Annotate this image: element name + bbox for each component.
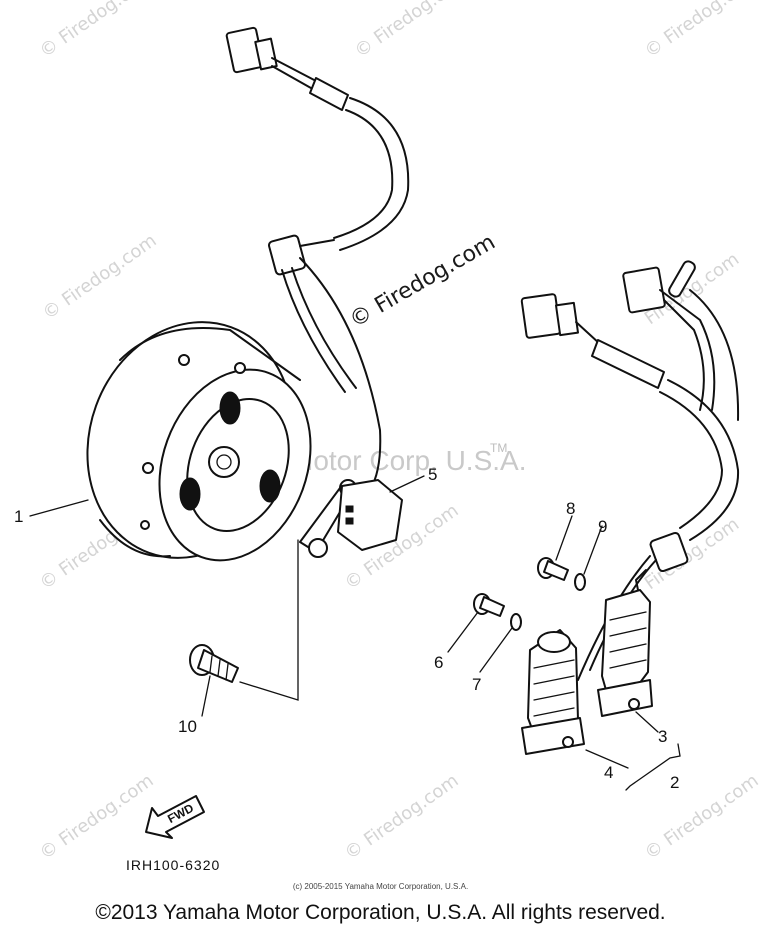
rotor-rivet xyxy=(178,354,190,366)
screw-8-shank xyxy=(543,560,569,581)
coil-windings xyxy=(533,659,575,717)
watermark: © Firedog.com xyxy=(351,0,473,62)
fastening-guide-line xyxy=(239,539,299,701)
washer-9 xyxy=(574,573,586,591)
leader-2-bracket xyxy=(625,743,681,791)
watermark: © Firedog.com xyxy=(341,770,463,864)
callout-6: 6 xyxy=(434,653,443,672)
connector-collar xyxy=(554,301,580,337)
leader-3 xyxy=(635,711,659,733)
pulser-terminal xyxy=(345,517,354,525)
wire xyxy=(689,289,740,421)
charge-coil-3 xyxy=(597,589,653,717)
pulser-coil-harness xyxy=(225,26,410,491)
wire xyxy=(271,65,319,93)
rotor-window xyxy=(179,477,201,511)
coil-body xyxy=(601,589,651,691)
grommet xyxy=(268,234,306,276)
screw-threads xyxy=(209,655,229,681)
flywheel-magneto-diagram: © Firedog.com © Firedog.com © Firedog.co… xyxy=(14,0,761,873)
leader-6 xyxy=(447,611,479,653)
leader-8 xyxy=(555,515,573,561)
watermark: © Firedog.com xyxy=(36,0,158,62)
rotor-rivet xyxy=(234,362,246,374)
bracket-hole xyxy=(308,538,328,558)
bullet-terminal xyxy=(668,260,696,298)
pulser-coil xyxy=(239,479,403,701)
diagram-reference-code: IRH100-6320 xyxy=(126,857,220,873)
rotor-bottom-edge xyxy=(99,519,171,558)
wire-sleeve xyxy=(309,77,349,111)
leader-10 xyxy=(201,675,211,717)
flywheel-rotor xyxy=(86,321,312,562)
copyright-notice: ©2013 Yamaha Motor Corporation, U.S.A. A… xyxy=(95,901,666,924)
harness-tube-outer xyxy=(339,97,410,251)
pulser-wire xyxy=(291,267,357,389)
harness-tube-outer xyxy=(667,379,740,541)
callout-3: 3 xyxy=(658,727,667,746)
screw-10 xyxy=(189,644,239,683)
pulser-wire xyxy=(281,269,346,393)
leader-7 xyxy=(479,627,513,673)
callout-5: 5 xyxy=(428,465,437,484)
watermark-tm: TM xyxy=(490,441,507,455)
connector-plug xyxy=(520,293,562,339)
leader-4 xyxy=(585,749,629,769)
leader-5 xyxy=(389,475,425,493)
wire xyxy=(271,57,319,83)
fwd-arrow-shape xyxy=(145,795,205,839)
forward-arrow: FWD xyxy=(145,795,205,839)
coil-windings xyxy=(609,611,647,669)
callout-10: 10 xyxy=(178,717,197,736)
watermark: © Firedog.com xyxy=(39,230,161,324)
leader-1 xyxy=(29,499,89,517)
rotor-top-edge xyxy=(119,327,301,381)
harness-tube-inner xyxy=(333,109,394,239)
connector-collar xyxy=(254,37,278,71)
wire xyxy=(659,289,716,411)
rotor-hub xyxy=(208,446,240,478)
watermark: © Firedog.com xyxy=(641,770,761,864)
rotor-rivet xyxy=(140,520,150,530)
callout-9: 9 xyxy=(598,517,607,536)
rotor-hub-bore xyxy=(216,454,232,470)
coil-mount-hole xyxy=(628,698,640,710)
wire xyxy=(575,321,601,345)
callout-8: 8 xyxy=(566,499,575,518)
watermark: © Firedog.com xyxy=(641,0,761,62)
wire xyxy=(663,299,705,411)
small-copyright-notice: (c) 2005-2015 Yamaha Motor Corporation, … xyxy=(292,882,469,891)
pulser-terminal xyxy=(345,505,354,513)
callout-2: 2 xyxy=(670,773,679,792)
rotor-window xyxy=(259,469,281,503)
callout-7: 7 xyxy=(472,675,481,694)
leader-lines xyxy=(29,475,681,791)
callout-4: 4 xyxy=(604,763,613,782)
callout-numbers: 1 2 3 4 5 6 7 8 9 10 xyxy=(14,465,679,792)
hardware-screws xyxy=(473,557,586,631)
coil-mount-hole xyxy=(562,736,574,748)
watermark: © Firedog.com xyxy=(36,770,158,864)
pulser-body xyxy=(337,479,403,551)
callout-1: 1 xyxy=(14,507,23,526)
grommet xyxy=(649,531,689,573)
pulser-wire-loop xyxy=(299,257,382,491)
screw-6-shank xyxy=(479,596,505,617)
harness-tube-inner xyxy=(659,391,723,529)
screw-shank xyxy=(197,649,239,683)
wire xyxy=(299,239,335,247)
charge-coil-4 xyxy=(521,629,585,755)
watermark-center: © Firedog.com xyxy=(346,230,500,333)
connector-plug-2 xyxy=(622,266,666,314)
wire-sleeve xyxy=(591,339,665,389)
leader-9 xyxy=(583,525,603,575)
coil-top-lug xyxy=(537,631,571,653)
washer-7 xyxy=(510,613,522,631)
rotor-window xyxy=(219,391,241,425)
rotor-rivet xyxy=(142,462,154,474)
